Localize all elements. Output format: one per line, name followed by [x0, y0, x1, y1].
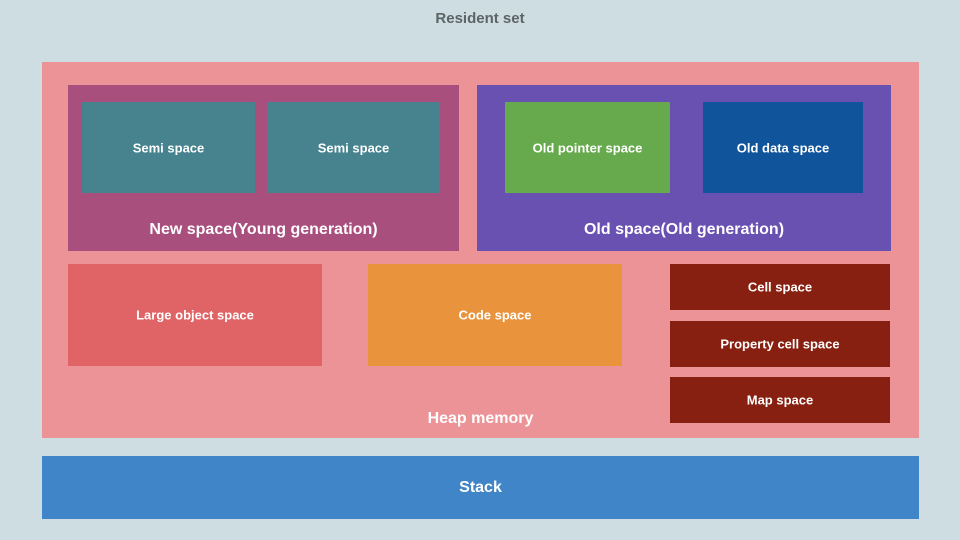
semi-space-label-1: Semi space — [132, 140, 205, 155]
old-pointer-space-label: Old pointer space — [532, 140, 643, 155]
old-space-label: Old space(Old generation) — [583, 221, 785, 238]
map-space-box: Map space — [670, 377, 890, 423]
map-space-label: Map space — [746, 392, 814, 408]
semi-space-label-2: Semi space — [317, 140, 390, 155]
stack-region: Stack — [42, 456, 919, 519]
large-object-space-label: Large object space — [136, 307, 254, 323]
old-data-space-box: Old data space — [703, 102, 863, 193]
semi-space-box-1: Semi space — [82, 102, 255, 193]
code-space-label: Code space — [458, 307, 532, 323]
heap-memory-label: Heap memory — [427, 410, 534, 427]
semi-space-box-2: Semi space — [267, 102, 440, 193]
new-space-region: Semi space Semi space New space(Young ge… — [68, 85, 459, 251]
new-space-label: New space(Young generation) — [149, 221, 378, 238]
property-cell-space-box: Property cell space — [670, 321, 890, 367]
stack-label: Stack — [459, 478, 502, 496]
heap-memory-region: Semi space Semi space New space(Young ge… — [42, 62, 919, 438]
large-object-space-box: Large object space — [68, 264, 322, 366]
diagram-title: Resident set — [435, 10, 525, 27]
cell-space-label: Cell space — [747, 279, 813, 295]
code-space-box: Code space — [368, 264, 622, 366]
cell-space-box: Cell space — [670, 264, 890, 310]
old-space-region: Old pointer space Old data space Old spa… — [477, 85, 891, 251]
property-cell-space-label: Property cell space — [720, 336, 840, 352]
old-pointer-space-box: Old pointer space — [505, 102, 670, 193]
old-data-space-label: Old data space — [736, 140, 830, 155]
